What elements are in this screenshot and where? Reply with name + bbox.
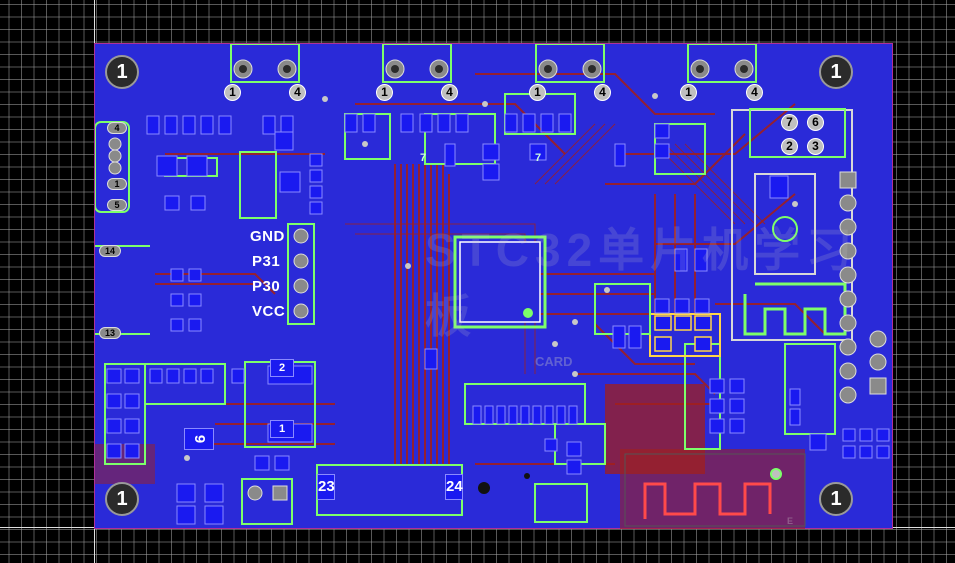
watermark-text: STC32单片机学习板 [425,224,859,342]
mount-hole-bottom-left: 1 [105,482,139,516]
uart-label-p30: P30 [252,278,281,295]
usb-pin-13: 13 [99,327,121,339]
header-pin-2: 2 [781,138,798,155]
side-pin-1: 1 [107,178,127,190]
through-hole-pads [108,137,887,501]
uart-label-gnd: GND [250,228,285,245]
smd-pads [106,113,890,525]
side-pin-4: 4 [107,122,127,134]
mount-hole-bottom-right: 1 [819,482,853,516]
uart-label-p31: P31 [252,253,281,270]
terminal3-pin1-label: 1 [529,84,546,101]
small-part-7b: 7 [535,152,542,164]
antenna-mark: E [787,516,794,526]
mount-hole-top-left: 1 [105,55,139,89]
uart-label-vcc: VCC [252,303,286,320]
connector-23-label: 23 [317,474,335,500]
header-pin-3: 3 [807,138,824,155]
header-pin-6: 6 [807,114,824,131]
connector-24-label: 24 [445,474,463,500]
terminal3-pin4-label: 4 [594,84,611,101]
terminal4-pin1-label: 1 [680,84,697,101]
terminal2-pin1-label: 1 [376,84,393,101]
ldo-pin-2-label: 2 [270,359,294,377]
terminal1-pin1-label: 1 [224,84,241,101]
mount-hole-top-right: 1 [819,55,853,89]
header-pin-7: 7 [781,114,798,131]
terminal2-pin4-label: 4 [441,84,458,101]
terminal4-pin4-label: 4 [746,84,763,101]
ic-u1-designator: 9 [184,428,214,450]
card-label: CARD [535,354,573,369]
terminal1-pin4-label: 4 [289,84,306,101]
usb-pin-14: 14 [99,245,121,257]
pcb-artwork [95,44,890,529]
pcb-board[interactable]: STC32单片机学习板 CARD E 1 1 1 1 1 4 1 4 1 4 1… [94,43,893,529]
ldo-pin-1-label: 1 [270,420,294,438]
copper-traces [155,73,826,465]
side-pin-5: 5 [107,199,127,211]
small-part-7a: 7 [420,152,427,164]
